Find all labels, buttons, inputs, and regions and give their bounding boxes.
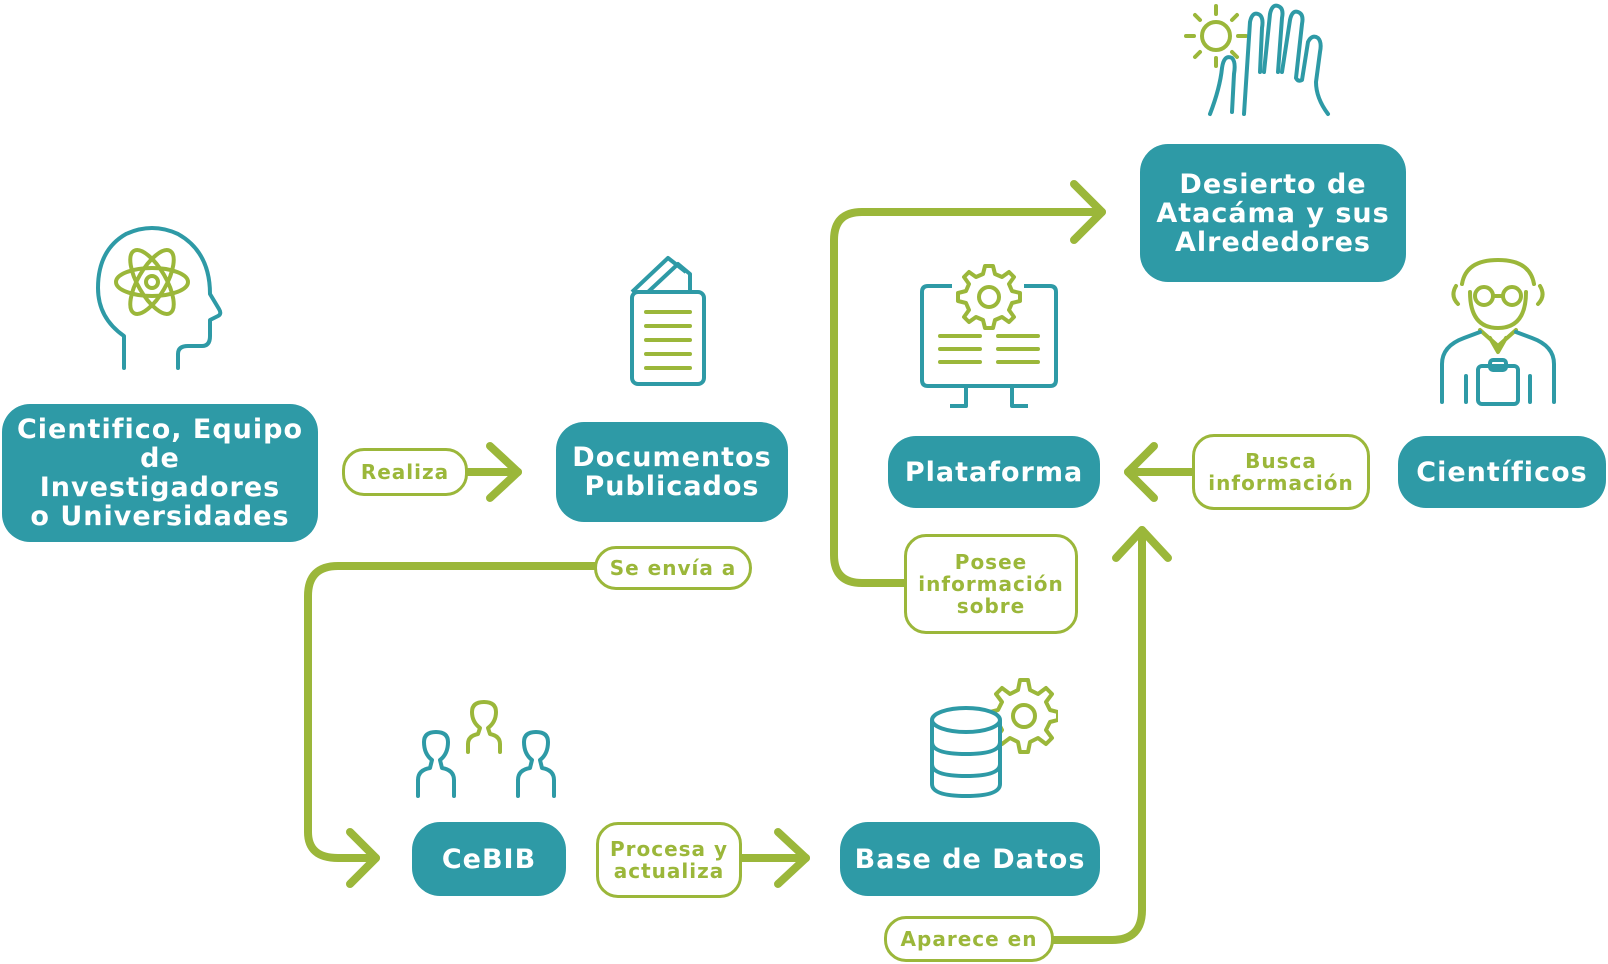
edge-aparece: [1046, 526, 1146, 944]
node-cientificos-label: Científicos: [1416, 456, 1588, 488]
node-base-de-datos: Base de Datos: [840, 822, 1100, 896]
arrowhead-realiza: [486, 442, 522, 502]
monitor-gear-icon: [920, 264, 1058, 408]
head-atom-icon: [96, 226, 223, 370]
edge-label-se-envia-text: Se envía a: [609, 556, 737, 580]
people-group-icon: [416, 700, 556, 798]
node-desierto-atacama: Desierto de Atacáma y sus Alrededores: [1140, 144, 1406, 282]
node-cientifico-equipo: Cientifico, Equipo de Investigadores o U…: [2, 404, 318, 542]
document-icon: [630, 256, 706, 386]
node-cientifico-equipo-label: Cientifico, Equipo de Investigadores o U…: [16, 414, 304, 532]
arrowhead-procesa: [774, 828, 810, 888]
node-desierto-atacama-label: Desierto de Atacáma y sus Alrededores: [1156, 168, 1390, 258]
scientist-icon: [1440, 258, 1556, 406]
node-cientificos: Científicos: [1398, 436, 1606, 508]
arrowhead-aparece: [1112, 526, 1172, 562]
sun-hand-icon: [1184, 3, 1330, 116]
edge-label-se-envia: Se envía a: [594, 546, 752, 590]
edge-label-aparece: Aparece en: [884, 916, 1054, 962]
arrowhead-busca: [1124, 442, 1158, 502]
edge-label-realiza: Realiza: [342, 448, 468, 496]
edge-label-aparece-text: Aparece en: [900, 927, 1038, 951]
edge-label-procesa: Procesa y actualiza: [596, 822, 742, 898]
node-cebib: CeBIB: [412, 822, 566, 896]
edge-label-busca: Busca información: [1192, 434, 1370, 510]
node-documentos-publicados: Documentos Publicados: [556, 422, 788, 522]
arrowhead-posee: [1070, 180, 1106, 244]
node-documentos-publicados-label: Documentos Publicados: [572, 442, 772, 502]
edge-se-envia: [304, 562, 599, 862]
node-base-de-datos-label: Base de Datos: [854, 843, 1086, 875]
edge-label-busca-text: Busca información: [1208, 449, 1354, 495]
edge-label-posee-text: Posee información sobre: [918, 550, 1064, 618]
edge-label-posee: Posee información sobre: [904, 534, 1078, 634]
database-gear-icon: [930, 678, 1058, 799]
edge-label-procesa-text: Procesa y actualiza: [609, 837, 729, 883]
arrowhead-se-envia: [346, 828, 380, 888]
edge-posee: [830, 208, 1106, 587]
node-plataforma: Plataforma: [888, 436, 1100, 508]
edge-label-realiza-text: Realiza: [360, 460, 450, 484]
node-cebib-label: CeBIB: [441, 843, 537, 875]
node-plataforma-label: Plataforma: [904, 456, 1084, 488]
